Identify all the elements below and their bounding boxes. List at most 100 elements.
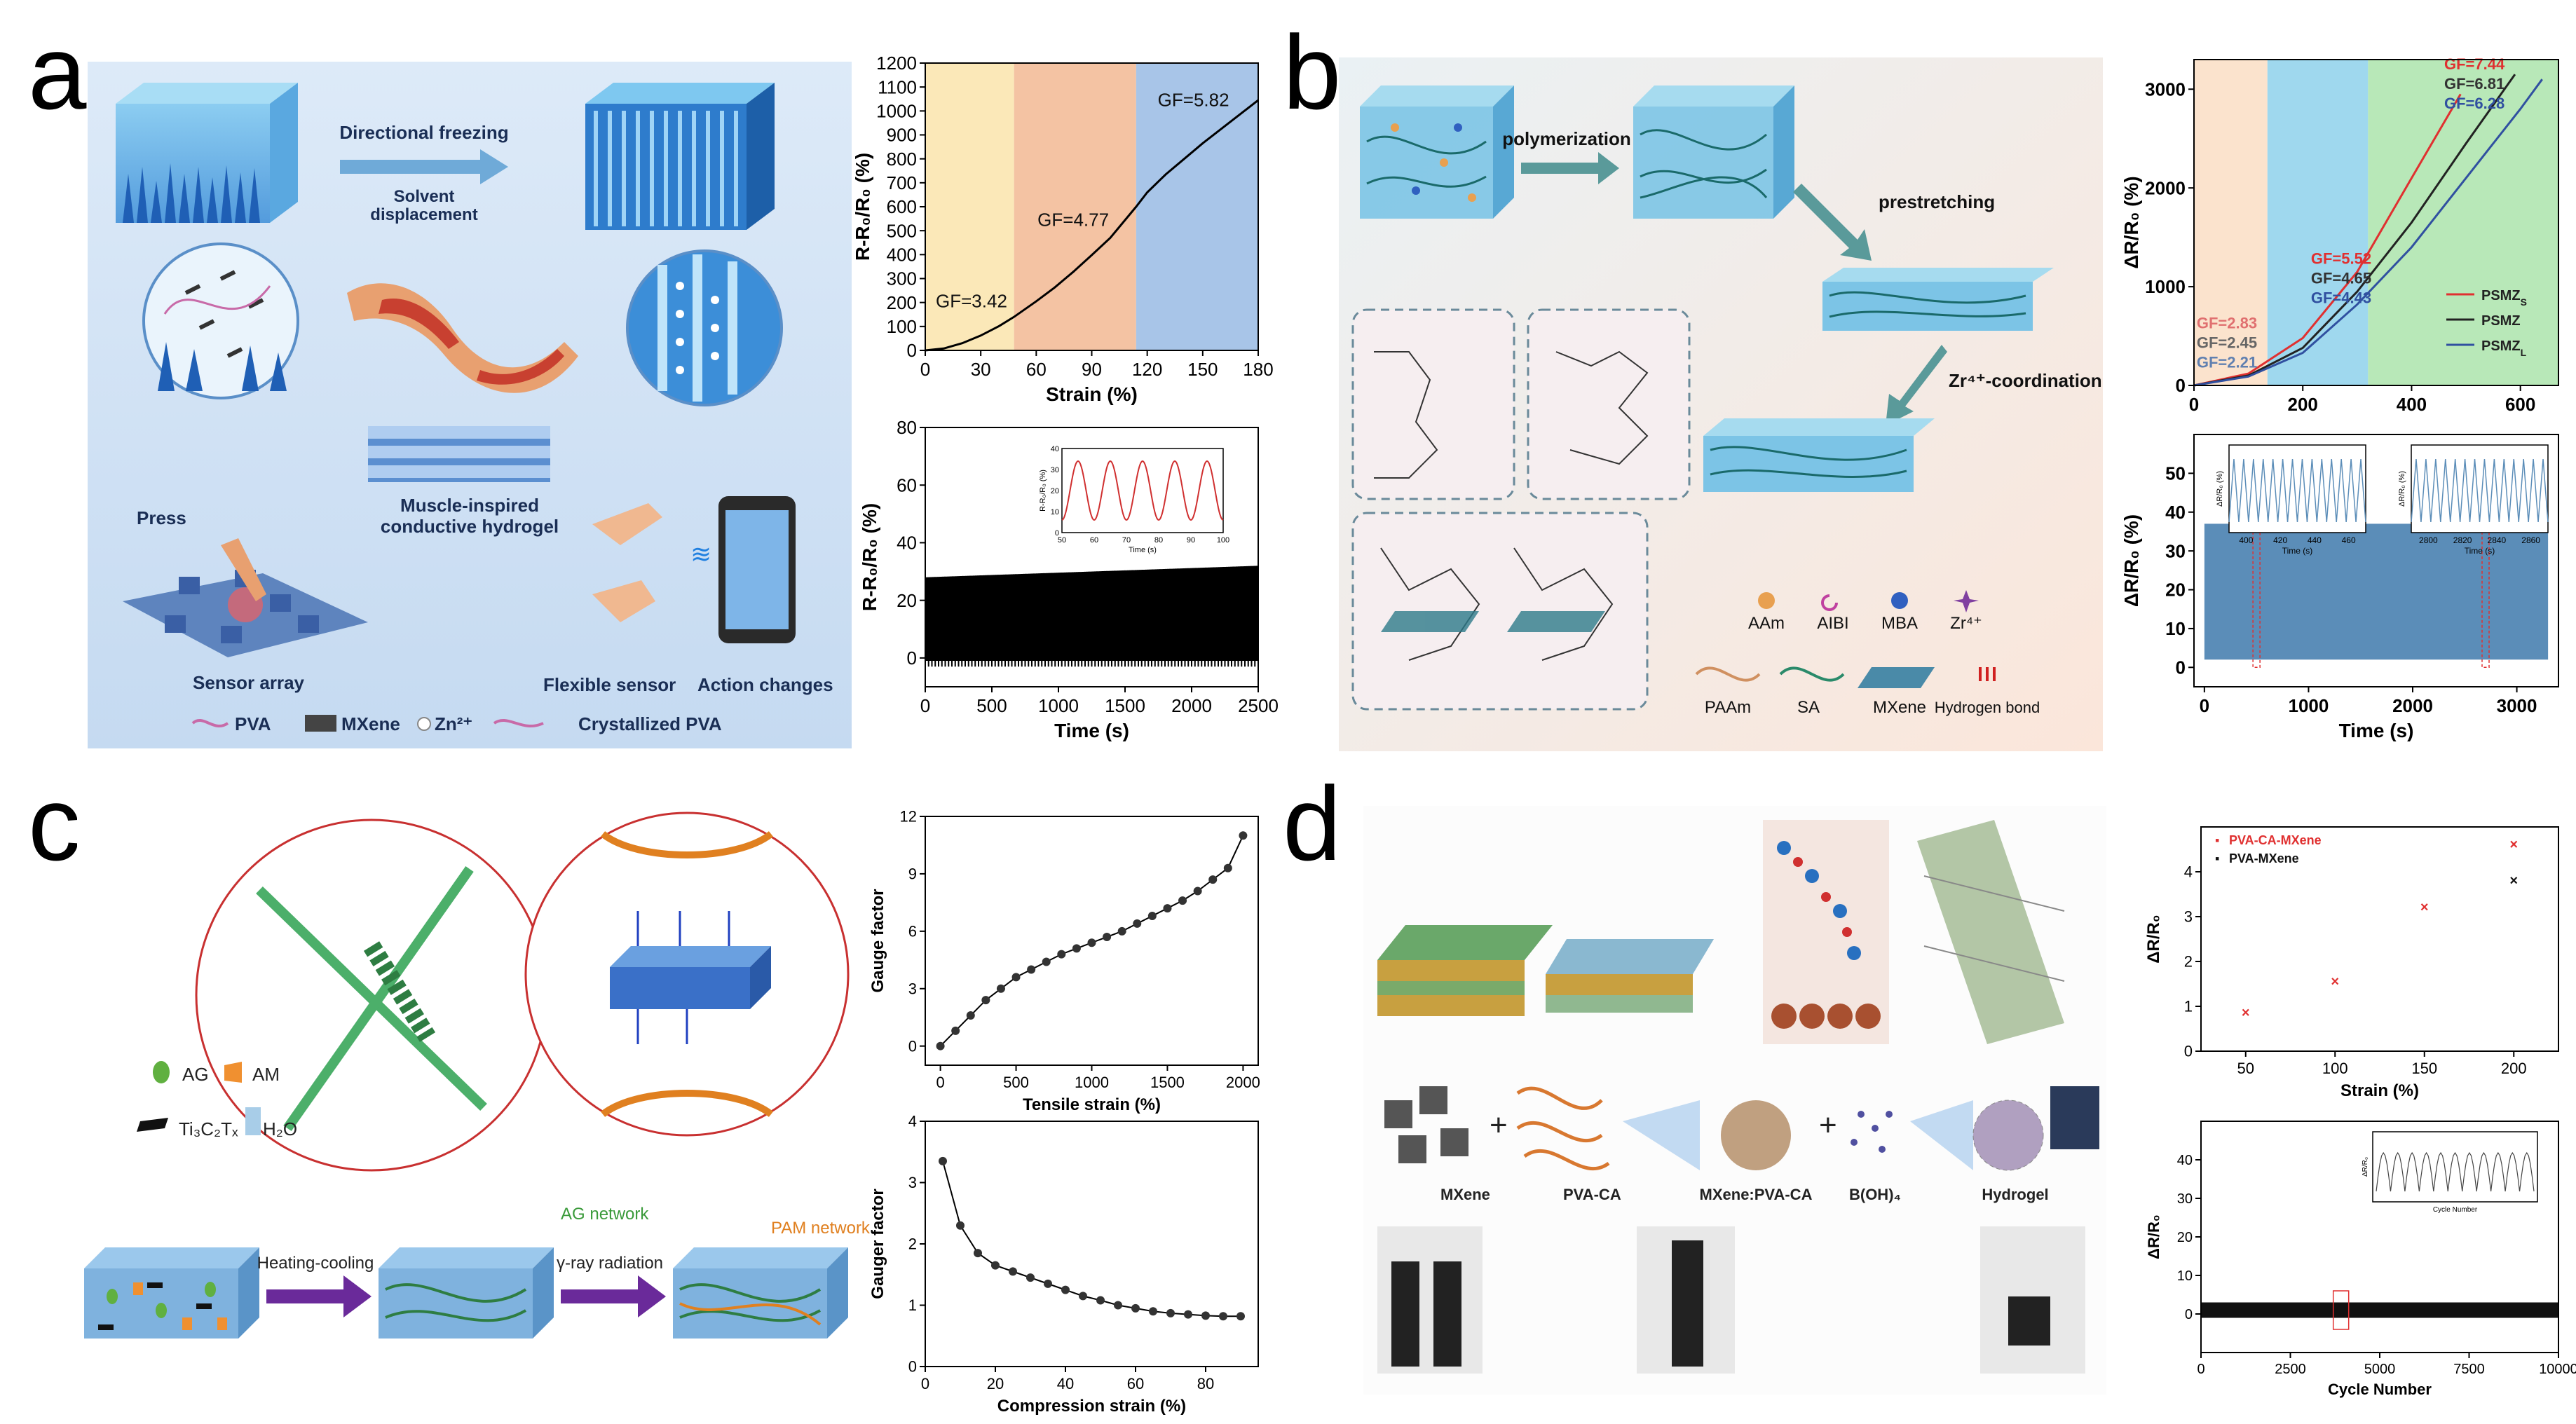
displacement-label: displacement [370, 205, 477, 224]
inset-x-tick-label: 90 [1187, 536, 1195, 545]
data-point [1061, 1285, 1070, 1294]
inset-x-tick-label: 50 [1058, 536, 1066, 545]
y-axis-label: ΔR/R₀ [2145, 1214, 2162, 1259]
zr-coordination-label: Zr⁴⁺-coordination [1949, 370, 2102, 391]
inset-x-tick-label: 100 [1217, 536, 1229, 545]
x-tick-label: 40 [1057, 1375, 1074, 1392]
plot-frame [925, 1121, 1259, 1367]
panel-a-schematic: Directional freezing Solvent displacemen… [88, 62, 852, 748]
y-tick-label: 40 [2177, 1153, 2193, 1168]
data-point [956, 1221, 965, 1230]
x-axis-label: Compression strain (%) [997, 1397, 1186, 1416]
data-point [974, 1249, 982, 1258]
y-tick-label: 0 [2185, 1307, 2193, 1322]
inset-y-tick-label: 40 [1051, 445, 1059, 453]
data-point [1184, 1310, 1192, 1319]
x-tick-label: 120 [1132, 359, 1162, 380]
psmz-curve [2193, 93, 2462, 387]
panel-label-d: d [1283, 765, 1342, 882]
strain-response-curve [925, 99, 1259, 352]
inset-y-tick-label: 10 [1051, 508, 1059, 516]
gf-label: GF=4.43 [2311, 289, 2371, 307]
legend-mba: MBA [1881, 614, 1918, 633]
y-tick-label: 20 [2177, 1230, 2193, 1245]
gf-label: GF=2.83 [2197, 314, 2257, 331]
y-tick-label: 10 [2177, 1268, 2193, 1284]
x-tick-label: 0 [2200, 695, 2209, 716]
hydrogel-label: Hydrogel [1982, 1186, 2048, 1203]
x-tick-label: 90 [1082, 359, 1102, 380]
mxene-flakes-bottom [1384, 1086, 1468, 1163]
sensor-array-illustration [123, 538, 368, 657]
zoom-circle-left [142, 242, 299, 399]
data-point [951, 1026, 960, 1035]
x-tick-label: 1000 [1038, 695, 1079, 716]
mxene-pva-ca-composite [1721, 1100, 1791, 1170]
x-tick-label: 10000 [2539, 1362, 2576, 1377]
y-axis-label: ΔR/R₀ [2144, 915, 2163, 963]
zoom-marker [2332, 1290, 2350, 1330]
y-tick-label: 4 [908, 1113, 917, 1130]
inset-x-label: Time (s) [2465, 546, 2495, 556]
y-axis-label: Gauge factor [868, 889, 887, 992]
slab-1 [84, 1247, 259, 1339]
legend-marker: ▪ [2215, 851, 2219, 865]
inset-y-label: ΔR/R₀ (%) [2398, 471, 2406, 507]
x-tick-label: 2000 [2392, 695, 2433, 716]
gf-label: GF=5.82 [1158, 90, 1229, 111]
slab-3 [673, 1247, 848, 1339]
y-tick-label: 1 [2184, 998, 2193, 1015]
y-tick-label: 9 [908, 865, 917, 883]
x-tick-label: 150 [1187, 359, 1218, 380]
x-tick-label: 1500 [1150, 1074, 1185, 1091]
borate-dots [1851, 1111, 1893, 1153]
inset-signal [1061, 460, 1224, 521]
inset-y-tick-label: 0 [1055, 529, 1059, 538]
data-point [1166, 1308, 1175, 1317]
data-point [1011, 973, 1021, 982]
legend-zr: Zr⁴⁺ [1950, 614, 1982, 633]
inset-x-tick-label: 70 [1122, 536, 1131, 545]
legend-crystallized-pva: Crystallized PVA [578, 713, 722, 734]
inset-x-tick-label: 400 [2239, 535, 2253, 545]
x-tick-label: 2000 [1226, 1074, 1260, 1091]
cycling-band [2201, 1302, 2558, 1318]
inset-x-tick-label: 420 [2273, 535, 2287, 545]
y-tick-label: 4 [2184, 863, 2193, 881]
gauge-factor-curve [942, 1161, 1241, 1317]
y-tick-label: 0 [2176, 657, 2186, 678]
y-tick-label: 300 [887, 268, 917, 289]
slab-2 [379, 1247, 554, 1339]
directional-freezing-label: Directional freezing [339, 122, 508, 143]
panel-label-c: c [28, 765, 81, 882]
y-axis-label: R-R₀/R₀ (%) [852, 153, 873, 261]
zoom-marker [2481, 519, 2490, 669]
zoom-marker [2252, 519, 2261, 669]
inset-signal [2411, 458, 2549, 523]
y-axis-label: Gauger factor [868, 1189, 887, 1299]
gf-label: GF=4.77 [1037, 209, 1109, 230]
inset-x-label: Time (s) [1129, 546, 1157, 554]
y-tick-label: 900 [887, 125, 917, 146]
x-tick-label: 180 [1243, 359, 1273, 380]
scatter-point: × [2331, 974, 2339, 990]
legend-hydrogen-bond: Hydrogen bond [1935, 699, 2040, 716]
fiber-hydrogel-block [368, 426, 550, 482]
data-point [1009, 1267, 1017, 1276]
scatter-point: × [2420, 900, 2429, 915]
prestretched-block [1822, 268, 2054, 331]
x-tick-label: 150 [2411, 1060, 2437, 1077]
flexible-sensor-label: Flexible sensor [543, 674, 676, 695]
hbond-circle [524, 812, 850, 1137]
press-label: Press [137, 507, 186, 528]
x-tick-label: 7500 [2453, 1362, 2485, 1377]
pam-network-label: PAM network [771, 1219, 871, 1238]
scheme-b-legend: AAm AIBI MBA Zr⁴⁺ PAAm SA MXene Hydrogen… [1695, 590, 2040, 717]
inset-x-label: Time (s) [2282, 546, 2313, 556]
data-point [1149, 1307, 1157, 1316]
mxene-sheets-inset [1381, 611, 1605, 632]
cycling-band [2204, 523, 2549, 660]
